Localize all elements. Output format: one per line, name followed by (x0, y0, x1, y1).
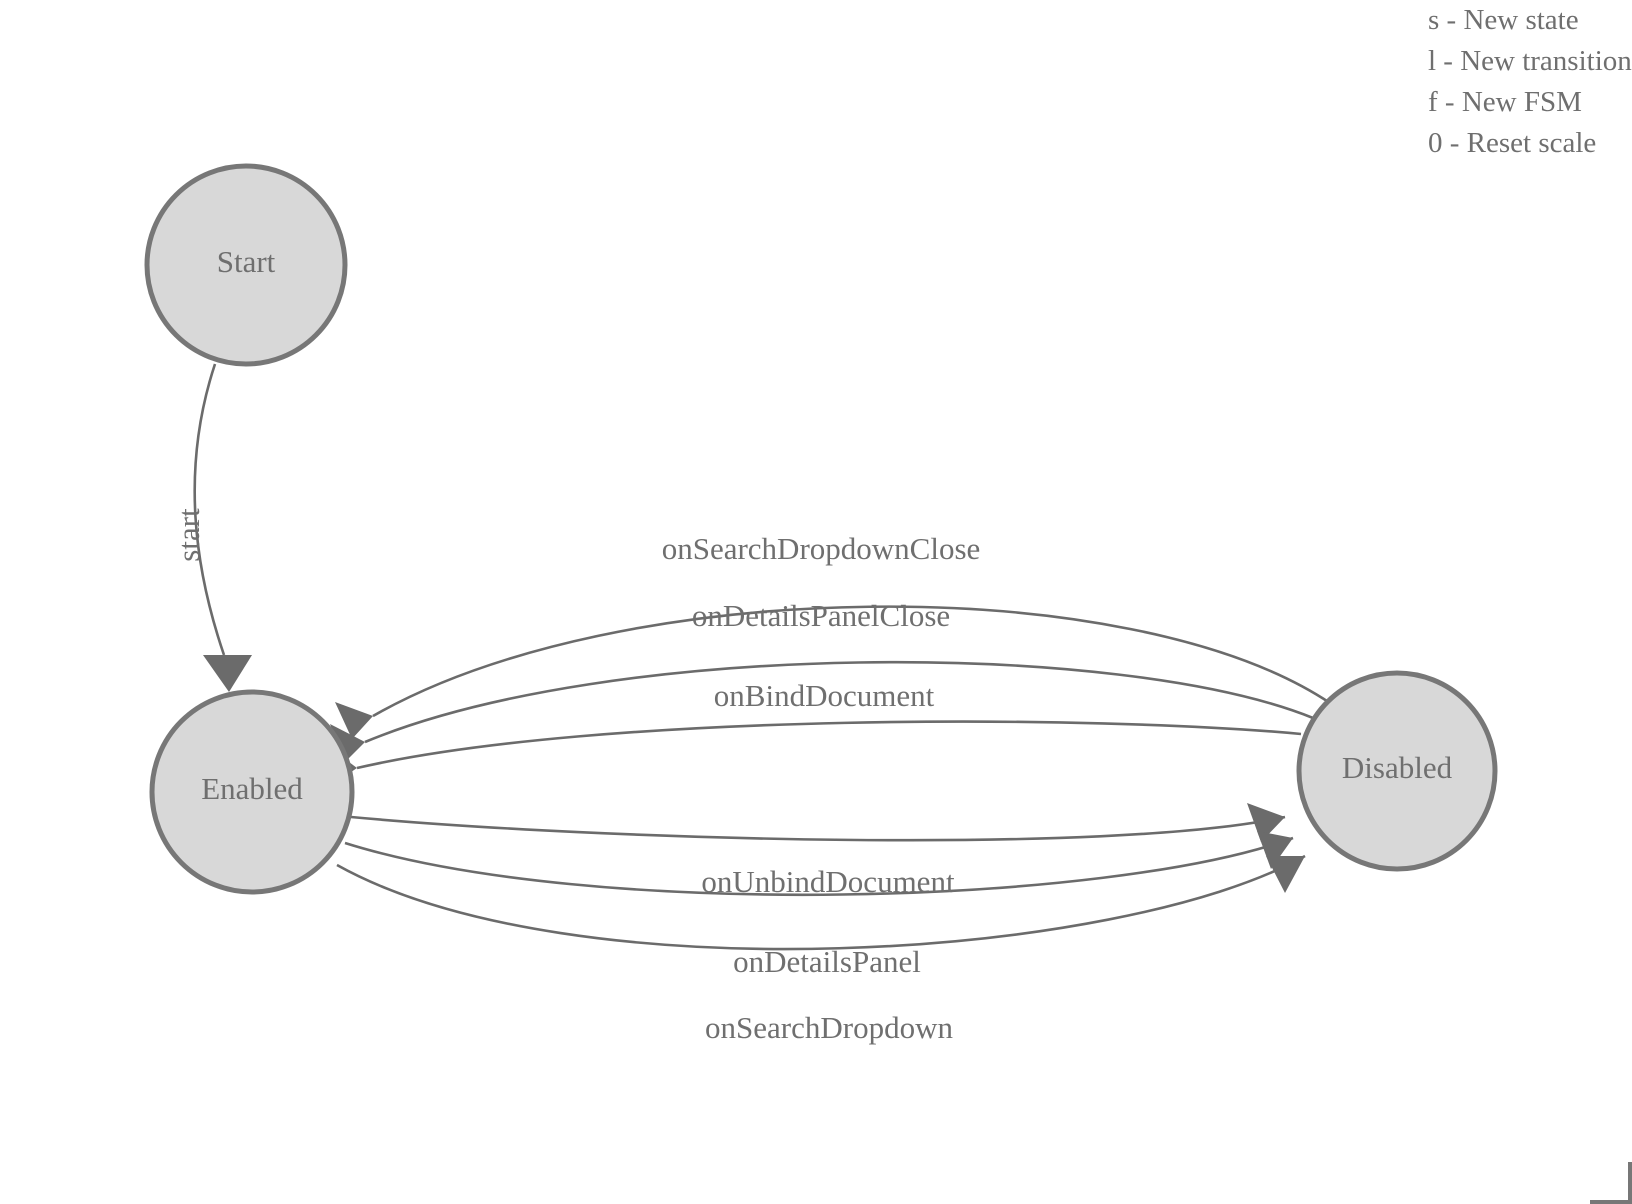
edge-path-onUnbindDocument[interactable] (350, 815, 1286, 842)
node-start-circle[interactable] (144, 163, 348, 367)
edge-label-onDetailsPanel: onDetailsPanel (733, 944, 921, 979)
shortcut-legend: s - New state l - New transition f - New… (1428, 0, 1632, 164)
edge-label-onSearchDropdownClose: onSearchDropdownClose (662, 531, 981, 566)
edge-group-enabled-to-disabled (336, 803, 1306, 951)
edge-label-onUnbindDocument: onUnbindDocument (701, 864, 955, 899)
legend-line-new-transition: l - New transition (1428, 45, 1632, 77)
node-enabled[interactable]: Enabled (149, 689, 355, 895)
node-start-label: Start (217, 244, 276, 279)
legend-line-new-state: s - New state (1428, 4, 1579, 36)
arrowhead-onUnbindDocument (1247, 803, 1285, 842)
edge-path-onSearchDropdownClose[interactable] (372, 605, 1331, 718)
arrowhead-onDetailsPanel (1257, 831, 1293, 869)
edge-path-onBindDocument[interactable] (356, 720, 1302, 770)
node-enabled-label: Enabled (201, 771, 303, 806)
edge-path-onSearchDropdown[interactable] (336, 854, 1306, 951)
node-start[interactable]: Start (144, 163, 348, 367)
arrowhead-start (203, 655, 252, 692)
node-disabled-circle[interactable] (1296, 670, 1498, 872)
edge-label-onDetailsPanelClose: onDetailsPanelClose (692, 598, 950, 633)
edge-label-start: start (171, 508, 206, 562)
edge-label-onBindDocument: onBindDocument (714, 678, 935, 713)
edge-label-onSearchDropdown: onSearchDropdown (705, 1010, 953, 1045)
edge-path-onDetailsPanelClose[interactable] (364, 660, 1314, 744)
resize-corner-handle[interactable] (1590, 1162, 1632, 1204)
edge-path-start[interactable] (193, 363, 226, 656)
legend-line-new-fsm: f - New FSM (1428, 86, 1582, 118)
edge-path-onDetailsPanel[interactable] (344, 836, 1294, 897)
arrowhead-onDetailsPanelClose (330, 724, 365, 763)
node-disabled-label: Disabled (1342, 750, 1453, 785)
arrowhead-onSearchDropdown (1266, 856, 1305, 893)
edge-group-start-to-enabled (193, 363, 252, 692)
arrowhead-onSearchDropdownClose (335, 702, 373, 739)
legend-line-reset-scale: 0 - Reset scale (1428, 127, 1597, 159)
node-enabled-circle[interactable] (149, 689, 355, 895)
node-disabled[interactable]: Disabled (1296, 670, 1498, 872)
